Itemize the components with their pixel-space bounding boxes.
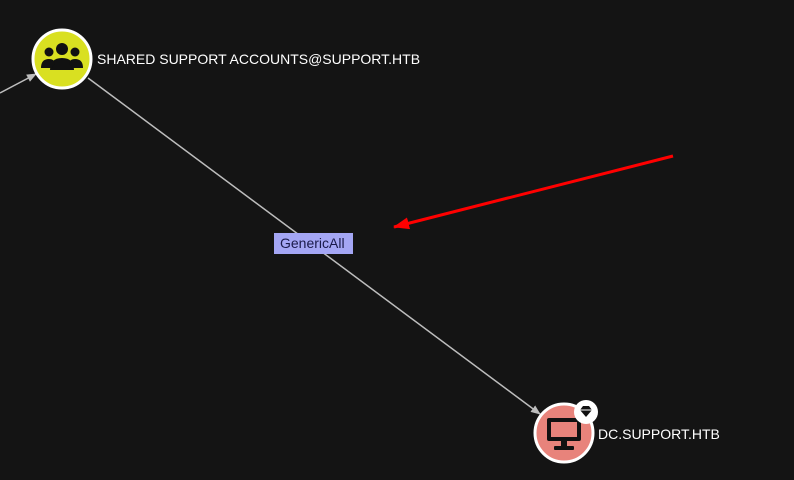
incoming-edge[interactable] — [0, 73, 37, 94]
group-node-label: SHARED SUPPORT ACCOUNTS@SUPPORT.HTB — [97, 51, 420, 67]
edge-label-background — [274, 233, 353, 254]
group-node[interactable]: SHARED SUPPORT ACCOUNTS@SUPPORT.HTB — [31, 28, 420, 90]
diamond-gem-icon — [574, 400, 598, 424]
monitor-icon — [547, 418, 581, 450]
annotation-arrow — [393, 154, 674, 230]
computer-node[interactable]: DC.SUPPORT.HTB — [533, 400, 720, 464]
edge-label[interactable]: GenericAll — [274, 233, 353, 254]
computer-node-label: DC.SUPPORT.HTB — [598, 426, 720, 442]
users-group-icon — [41, 43, 83, 70]
edge-label-text: GenericAll — [280, 235, 345, 251]
